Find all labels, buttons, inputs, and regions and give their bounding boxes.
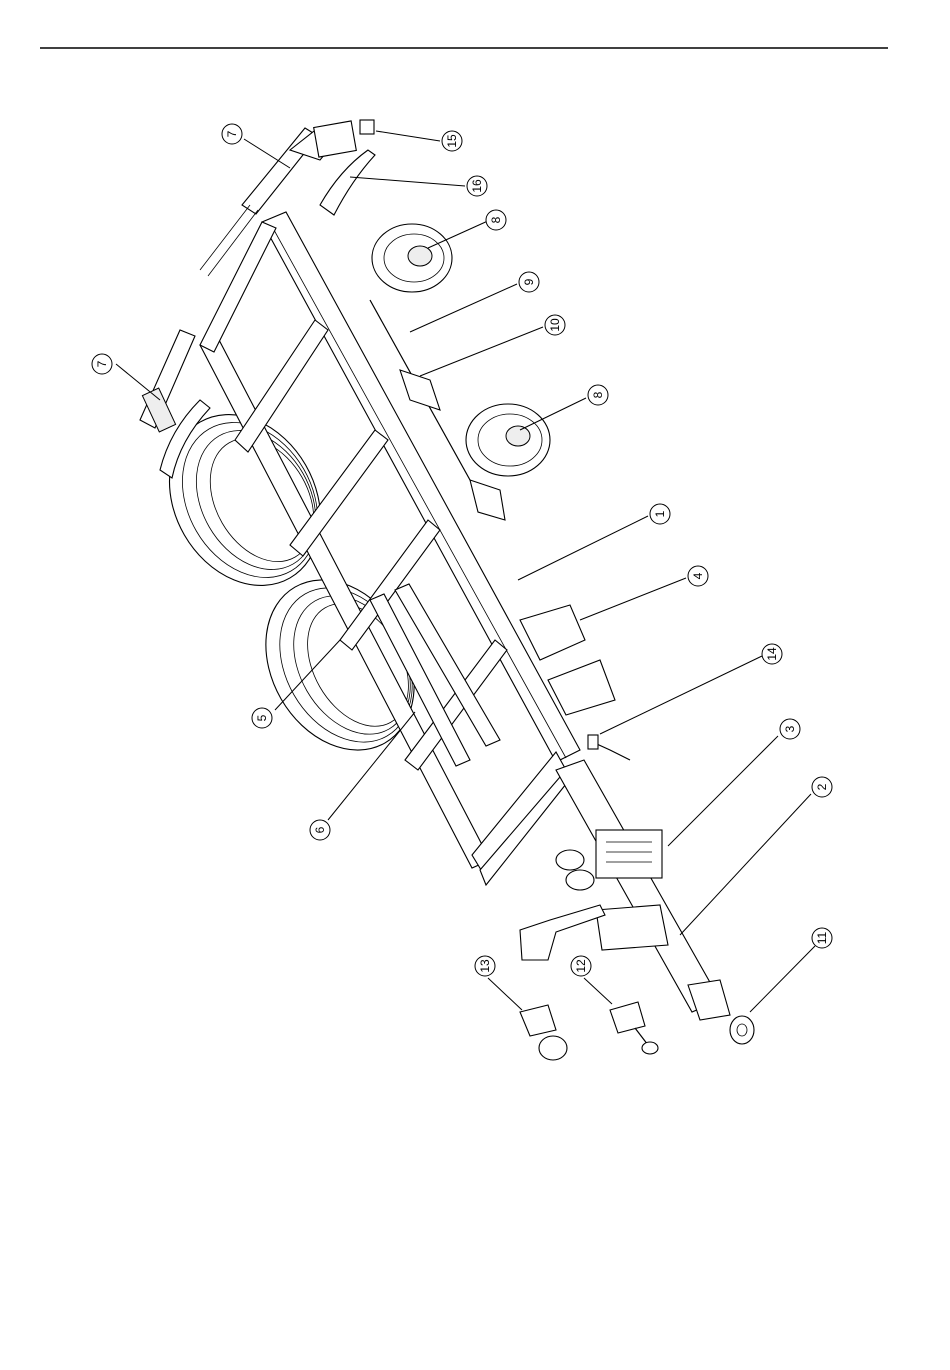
callout-label: 5 xyxy=(255,714,269,721)
callout-10: 10 xyxy=(545,315,565,335)
callout-label: 7 xyxy=(95,360,109,367)
hub-lower xyxy=(466,404,550,476)
callout-3: 3 xyxy=(780,719,800,739)
callout-8-lower: 8 xyxy=(588,385,608,405)
callout-label: 10 xyxy=(548,318,562,332)
callout-label: 13 xyxy=(478,959,492,973)
callout-label: 16 xyxy=(470,179,484,193)
callout-label: 15 xyxy=(445,134,459,148)
callout-label: 3 xyxy=(783,725,797,732)
callout-label: 6 xyxy=(313,826,327,833)
callout-label: 8 xyxy=(489,216,503,223)
callout-8-upper: 8 xyxy=(486,210,506,230)
callout-1: 1 xyxy=(650,504,670,524)
hitch-bracket xyxy=(520,905,605,960)
callout-12: 12 xyxy=(571,956,591,976)
callout-6: 6 xyxy=(310,820,330,840)
callout-2: 2 xyxy=(812,777,832,797)
ball-hitch xyxy=(520,1005,567,1060)
callout-14: 14 xyxy=(762,644,782,664)
trailer-chassis-drawing xyxy=(139,120,754,1060)
callout-label: 2 xyxy=(815,783,829,790)
callout-label: 7 xyxy=(225,130,239,137)
callout-label: 8 xyxy=(591,391,605,398)
hub-upper xyxy=(372,224,452,292)
eye-hitch xyxy=(610,1002,658,1054)
callout-label: 4 xyxy=(691,572,705,579)
callout-7-upper: 7 xyxy=(222,124,242,144)
callout-13: 13 xyxy=(475,956,495,976)
callout-label: 1 xyxy=(653,510,667,517)
callout-11: 11 xyxy=(812,928,832,948)
callout-4: 4 xyxy=(688,566,708,586)
callout-16: 16 xyxy=(467,176,487,196)
callout-label: 9 xyxy=(522,278,536,285)
callout-label: 11 xyxy=(815,931,829,944)
drawbar xyxy=(556,760,754,1044)
callout-label: 14 xyxy=(765,647,779,661)
callout-label: 12 xyxy=(574,959,588,973)
callout-15: 15 xyxy=(442,131,462,151)
callout-7-left: 7 xyxy=(92,354,112,374)
jack-handle xyxy=(588,735,630,760)
callout-9: 9 xyxy=(519,272,539,292)
callout-5: 5 xyxy=(252,708,272,728)
